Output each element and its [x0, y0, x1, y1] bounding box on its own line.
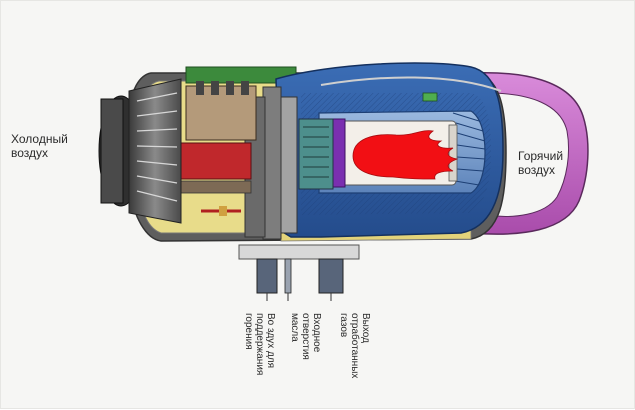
hot-air-label: Горячий воздух — [518, 149, 564, 177]
exhaust-outlet-label: Выход отработанных газов — [338, 313, 371, 379]
cold-air-label: Холодный воздух — [11, 132, 68, 160]
combustion-air-label: Во здух для поддержания горения — [243, 313, 276, 376]
oil-inlet-label: Входное отверстия масла — [289, 313, 322, 360]
nozzle-assembly — [298, 118, 334, 190]
fan — [98, 78, 182, 224]
bottom-mount — [238, 244, 360, 301]
flame — [352, 130, 459, 180]
